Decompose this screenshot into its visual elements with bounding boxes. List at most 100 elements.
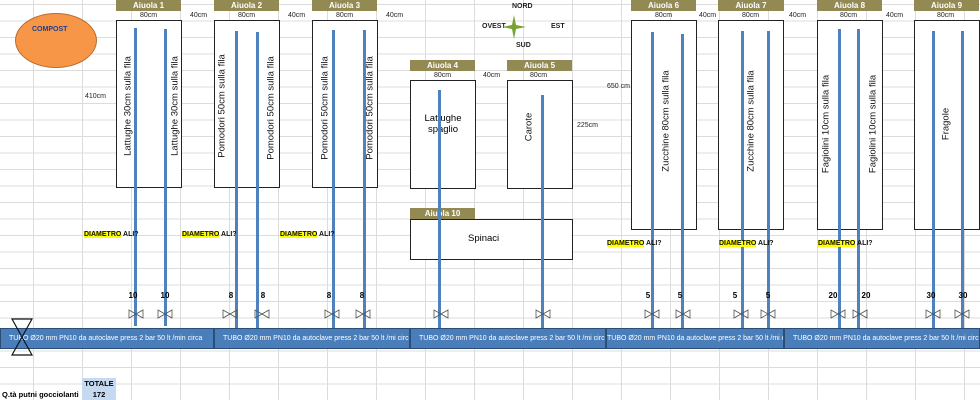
diameter-note: DIAMETRO ALI? xyxy=(719,240,774,247)
valve-icon[interactable] xyxy=(324,309,340,319)
valve-icon[interactable] xyxy=(675,309,691,319)
width-5: 80cm xyxy=(530,72,548,79)
valve-icon[interactable] xyxy=(925,309,941,319)
compost-label: COMPOST xyxy=(32,26,68,33)
bed-9-crop: Fragole xyxy=(940,107,952,141)
valve-icon[interactable] xyxy=(254,309,270,319)
valve-icon[interactable] xyxy=(733,309,749,319)
valve-icon[interactable] xyxy=(852,309,868,319)
drip-line xyxy=(363,30,366,328)
row-label: Pomodori 50cm sulla fila xyxy=(319,56,331,160)
bed-10 xyxy=(410,219,573,260)
width-7: 80cm xyxy=(742,12,760,19)
valve-icon[interactable] xyxy=(830,309,846,319)
drip-line xyxy=(741,31,744,328)
height-650: 650 cm xyxy=(607,83,630,90)
bed-header-7: Aiuola 7 xyxy=(718,0,784,11)
valve-icon[interactable] xyxy=(222,309,238,319)
main-pipe-segment: TUBO Ø20 mm PN10 da autoclave press 2 ba… xyxy=(214,328,410,349)
dripper-count: 5 xyxy=(645,291,651,300)
diameter-note: DIAMETRO ALI? xyxy=(818,240,873,247)
valve-icon[interactable] xyxy=(157,309,173,319)
drip-line xyxy=(651,32,654,328)
gap-7: 40cm xyxy=(886,12,904,19)
bed-header-10: Aiuola 10 xyxy=(410,208,475,219)
main-pipe-segment: TUBO Ø20 mm PN10 da autoclave press 2 ba… xyxy=(0,328,214,349)
bed-header-5: Aiuola 5 xyxy=(507,60,572,71)
height-410: 410cm xyxy=(85,93,107,100)
bed-4 xyxy=(410,80,476,189)
bed-header-3: Aiuola 3 xyxy=(312,0,377,11)
main-pipe-segment: TUBO Ø20 mm PN10 da autoclave press 2 ba… xyxy=(410,328,606,349)
valve-icon[interactable] xyxy=(954,309,970,319)
valve-icon[interactable] xyxy=(433,309,449,319)
drip-line xyxy=(332,30,335,328)
drip-line xyxy=(256,32,259,328)
gap-6: 40cm xyxy=(789,12,807,19)
drip-line xyxy=(235,31,238,328)
dripper-count: 8 xyxy=(260,291,266,300)
bed-8 xyxy=(817,20,883,230)
bed-header-1: Aiuola 1 xyxy=(116,0,181,11)
width-8: 80cm xyxy=(840,12,858,19)
drip-line xyxy=(838,29,841,328)
compass-east: EST xyxy=(551,23,565,30)
valve-icon[interactable] xyxy=(535,309,551,319)
width-2: 80cm xyxy=(238,12,256,19)
bed-2 xyxy=(214,20,280,188)
drip-line xyxy=(438,90,441,328)
row-label: Pomodori 50cm sulla fila xyxy=(364,56,376,160)
bed-header-9: Aiuola 9 xyxy=(914,0,979,11)
dripper-count: 30 xyxy=(958,291,968,300)
dripper-count: 8 xyxy=(228,291,234,300)
bed-5-crop: Carote xyxy=(523,112,535,142)
drip-line xyxy=(164,29,167,326)
main-valve-icon[interactable] xyxy=(11,318,33,356)
bed-6-crop: Zucchine 80cm sulla fila xyxy=(660,70,672,172)
row-label: Lattughe 30cm sulla fila xyxy=(122,56,134,156)
width-6: 80cm xyxy=(655,12,673,19)
width-3: 80cm xyxy=(336,12,354,19)
diameter-note: DIAMETRO ALI? xyxy=(182,231,237,238)
bed-5 xyxy=(507,80,573,189)
bed-9 xyxy=(914,20,980,230)
bed-10-crop: Spinaci xyxy=(468,233,500,244)
valve-icon[interactable] xyxy=(644,309,660,319)
dripper-count: 20 xyxy=(861,291,871,300)
drip-line xyxy=(681,34,684,328)
dripper-count: 8 xyxy=(359,291,365,300)
diameter-note: DIAMETRO ALI? xyxy=(84,231,139,238)
gap-4: 40cm xyxy=(483,72,501,79)
valve-icon[interactable] xyxy=(128,309,144,319)
width-9: 80cm xyxy=(937,12,955,19)
drip-line xyxy=(932,31,935,328)
valve-icon[interactable] xyxy=(355,309,371,319)
gap-5: 40cm xyxy=(699,12,717,19)
drip-line xyxy=(767,31,770,328)
gap-2: 40cm xyxy=(288,12,306,19)
bed-header-6: Aiuola 6 xyxy=(631,0,696,11)
bed-1 xyxy=(116,20,182,188)
compass-south: SUD xyxy=(516,42,531,49)
drippers-total: 172 xyxy=(82,389,116,400)
gap-1: 40cm xyxy=(190,12,208,19)
main-pipe-segment: TUBO Ø20 mm PN10 da autoclave press 2 ba… xyxy=(784,328,980,349)
row-label: Pomodori 50cm sulla fila xyxy=(265,56,277,160)
valve-icon[interactable] xyxy=(760,309,776,319)
drip-line xyxy=(857,29,860,328)
row-label: Pomodori 50cm sulla fila xyxy=(216,54,228,158)
dripper-count: 5 xyxy=(732,291,738,300)
dripper-count: 10 xyxy=(128,291,138,300)
row-label: Fagiolini 10cm sulla fila xyxy=(867,74,879,174)
bed-4-crop: Lattughe spaglio xyxy=(424,113,462,135)
drip-line xyxy=(961,31,964,328)
bed-6 xyxy=(631,20,697,230)
main-pipe-segment: TUBO Ø20 mm PN10 da autoclave press 2 ba… xyxy=(606,328,784,349)
gap-3: 40cm xyxy=(386,12,404,19)
dripper-count: 20 xyxy=(828,291,838,300)
dripper-count: 10 xyxy=(160,291,170,300)
compass-star-icon xyxy=(502,15,526,39)
bed-3 xyxy=(312,20,378,188)
drip-line xyxy=(541,95,544,328)
compass-north: NORD xyxy=(512,3,533,10)
